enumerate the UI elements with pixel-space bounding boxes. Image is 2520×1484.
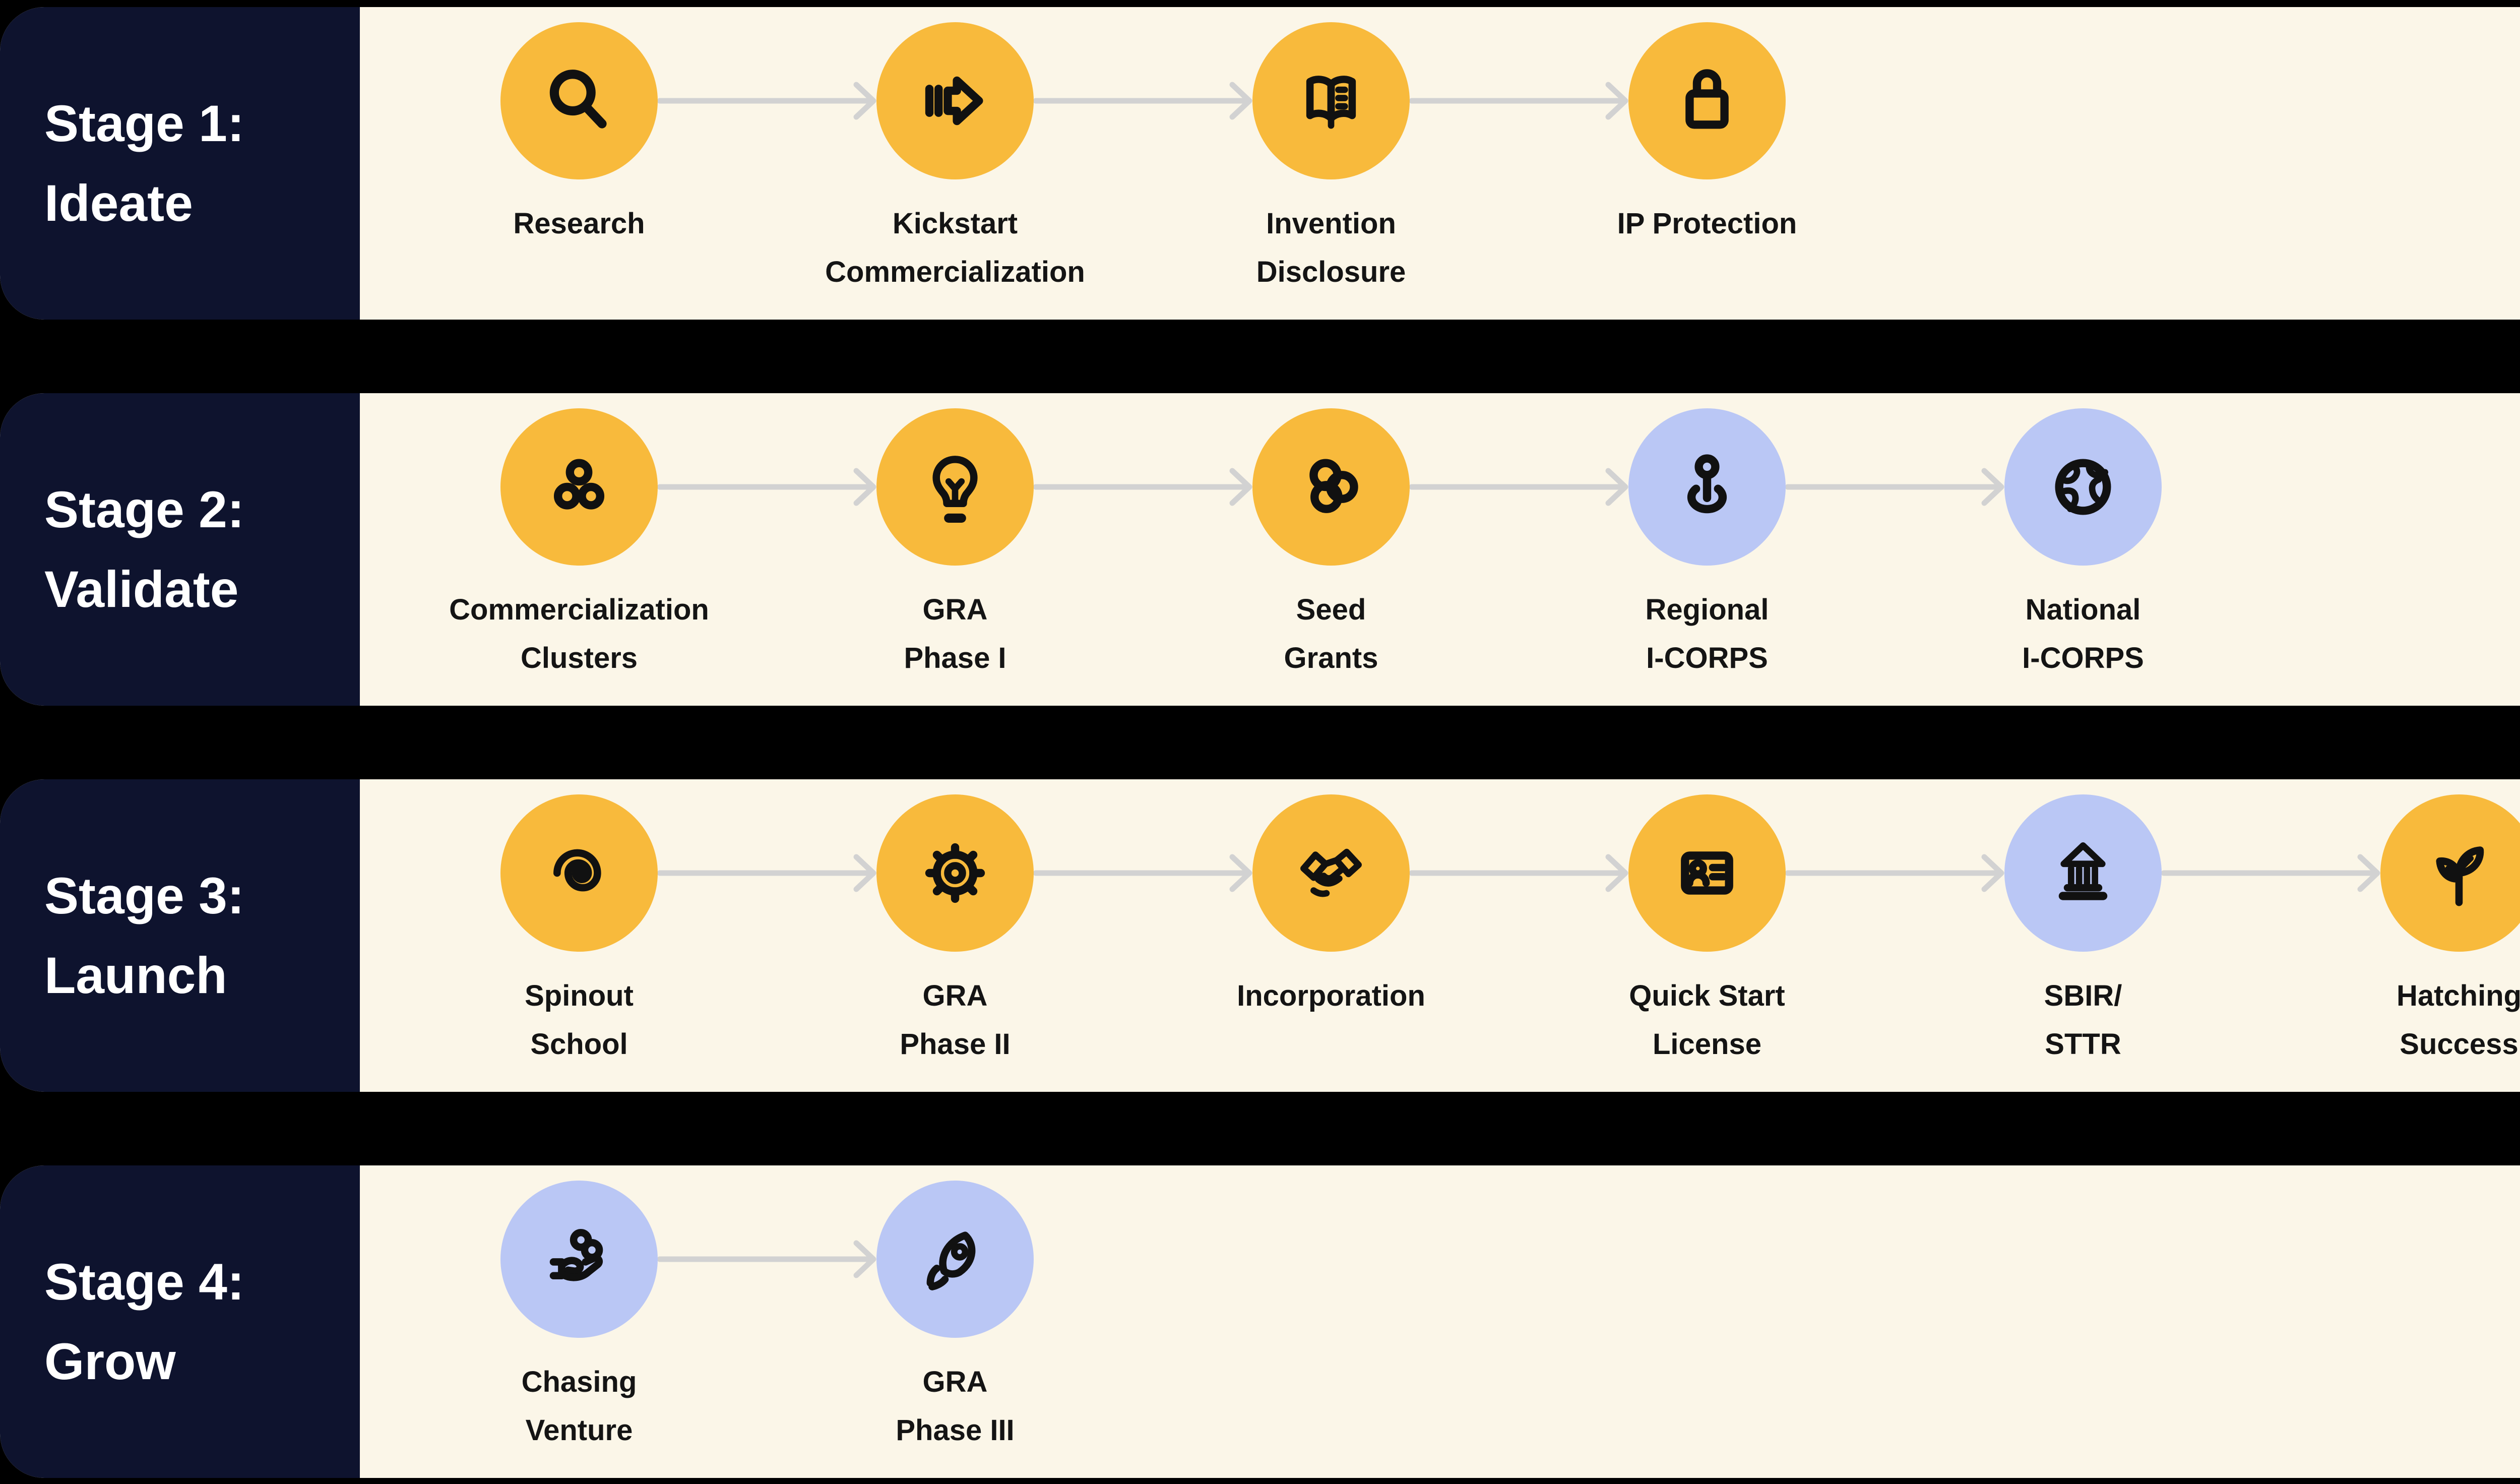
national-i-corps-circle [2004,408,2162,566]
coins-icon [1309,459,1358,513]
stage-2-label-box: Stage 2: Validate [0,393,360,706]
item-label: Incorporation [1237,979,1425,1012]
item-label: Regional I-CORPS [1645,593,1769,674]
item-label: Kickstart Commercialization [825,207,1085,288]
flow-arrow [658,1229,876,1289]
item-commercialization-clusters: Commercialization Clusters [413,393,745,683]
item-label: GRA Phase I [904,593,1006,674]
item-kickstart-commercialization: Kickstart Commercialization [789,7,1121,296]
flow-arrow [1034,843,1252,903]
item-label: Quick Start License [1629,979,1785,1061]
item-label: Invention Disclosure [1256,207,1406,288]
hatching-success-circle [2380,794,2520,952]
item-gra-phase-3: GRA Phase III [789,1165,1121,1455]
item-national-i-corps: National I-CORPS [1917,393,2249,683]
item-sbir-sttr: SBIR/ STTR [1917,779,2249,1069]
stage-1-title: Stage 1: Ideate [44,94,244,232]
gra-phase-2-circle [876,794,1034,952]
flow-arrow [658,843,876,903]
item-gra-phase-1: GRA Phase I [789,393,1121,683]
item-label: Chasing Venture [521,1366,637,1447]
item-gra-phase-2: GRA Phase II [789,779,1121,1069]
item-label: National I-CORPS [2022,593,2144,674]
item-incorporation: Incorporation [1165,779,1497,1020]
seed-grants-circle [1252,408,1410,566]
item-invention-disclosure: Invention Disclosure [1165,7,1497,296]
item-hatching-success: Hatching Success [2293,779,2520,1069]
item-label: Hatching Success [2396,979,2520,1061]
padlock-icon [1685,69,1729,129]
rocket-icon [926,1231,976,1290]
fast-forward-icon [925,76,983,126]
item-label: IP Protection [1617,207,1797,240]
stage-row-1: Stage 1: Ideate Research Kickstart Comme… [0,7,2520,320]
bank-icon [2058,842,2108,900]
ip-protection-circle [1628,22,1786,179]
hand-coins-icon [549,1228,603,1281]
search-icon [549,70,607,129]
item-label: SBIR/ STTR [2044,979,2122,1061]
incorporation-circle [1252,794,1410,952]
stage-1-label-box: Stage 1: Ideate [0,7,360,320]
regional-i-corps-circle [1628,408,1786,566]
research-circle [500,22,658,179]
flow-arrow [1786,457,2004,517]
gra-phase-1-circle [876,408,1034,566]
id-card-icon [1681,851,1733,895]
stage-4-label-box: Stage 4: Grow [0,1165,360,1478]
open-book-icon [1306,76,1356,129]
item-label: Commercialization Clusters [449,593,709,674]
item-seed-grants: Seed Grants [1165,393,1497,683]
flow-arrow [658,71,876,131]
clusters-circle [500,408,658,566]
kickstart-circle [876,22,1034,179]
flow-arrow [1410,457,1628,517]
flow-arrow [1034,71,1252,131]
stage-3-title: Stage 3: Launch [44,867,244,1004]
stage-row-3: Stage 3: Launch Spinout School [0,779,2520,1092]
flow-arrow [1034,457,1252,517]
item-chasing-venture: Chasing Venture [413,1165,745,1455]
item-quick-start-license: Quick Start License [1541,779,1873,1069]
gear-icon [925,843,985,903]
stage-4-title: Stage 4: Grow [44,1253,244,1390]
item-label: Seed Grants [1284,593,1378,674]
flow-arrow [1786,843,2004,903]
stage-2-title: Stage 2: Validate [44,480,244,618]
sprout-icon [2436,846,2484,906]
stage-row-2: Stage 2: Validate Commercialization Clus… [0,393,2520,706]
invention-circle [1252,22,1410,179]
lightbulb-icon [932,456,978,523]
chasing-venture-circle [500,1181,658,1338]
stage-3-label-box: Stage 3: Launch [0,779,360,1092]
quick-start-license-circle [1628,794,1786,952]
item-label: Spinout School [525,979,634,1061]
item-regional-i-corps: Regional I-CORPS [1541,393,1873,683]
item-label: Research [513,207,645,240]
location-pin-icon [1687,454,1727,514]
flow-arrow [2162,843,2380,903]
spinout-school-circle [500,794,658,952]
cluster-icon [553,459,605,510]
flow-arrow [658,457,876,517]
handshake-icon [1300,848,1362,897]
gra-phase-3-circle [876,1181,1034,1338]
globe-icon [2055,459,2111,515]
item-ip-protection: IP Protection [1541,7,1873,248]
sbir-sttr-circle [2004,794,2162,952]
stage-row-4: Stage 4: Grow Chasing Venture GRA Pha [0,1165,2520,1478]
flow-arrow [1410,843,1628,903]
flow-arrow [1410,71,1628,131]
item-label: GRA Phase II [900,979,1011,1061]
item-research: Research [413,7,745,248]
item-spinout-school: Spinout School [413,779,745,1069]
item-label: GRA Phase III [896,1366,1015,1447]
spiral-icon [553,849,601,892]
